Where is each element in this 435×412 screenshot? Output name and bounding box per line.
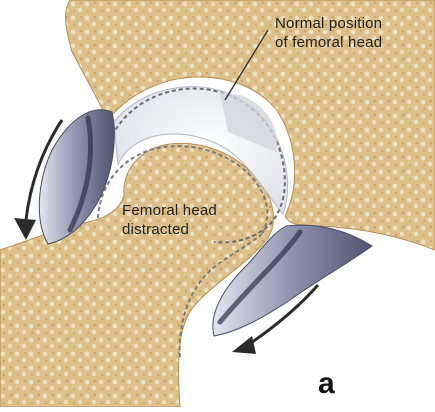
distracted-label: Femoral head distracted [122,201,217,239]
normal-position-label: Normal position of femoral head [275,14,382,52]
upper-arrow-head [14,218,36,240]
panel-letter: a [318,368,335,400]
normal-position-line-1: Normal position [275,14,382,33]
normal-position-line-2: of femoral head [275,33,382,52]
distracted-line-2: distracted [122,220,217,239]
lower-arrow-head [232,336,256,354]
distracted-line-1: Femoral head [122,201,217,220]
